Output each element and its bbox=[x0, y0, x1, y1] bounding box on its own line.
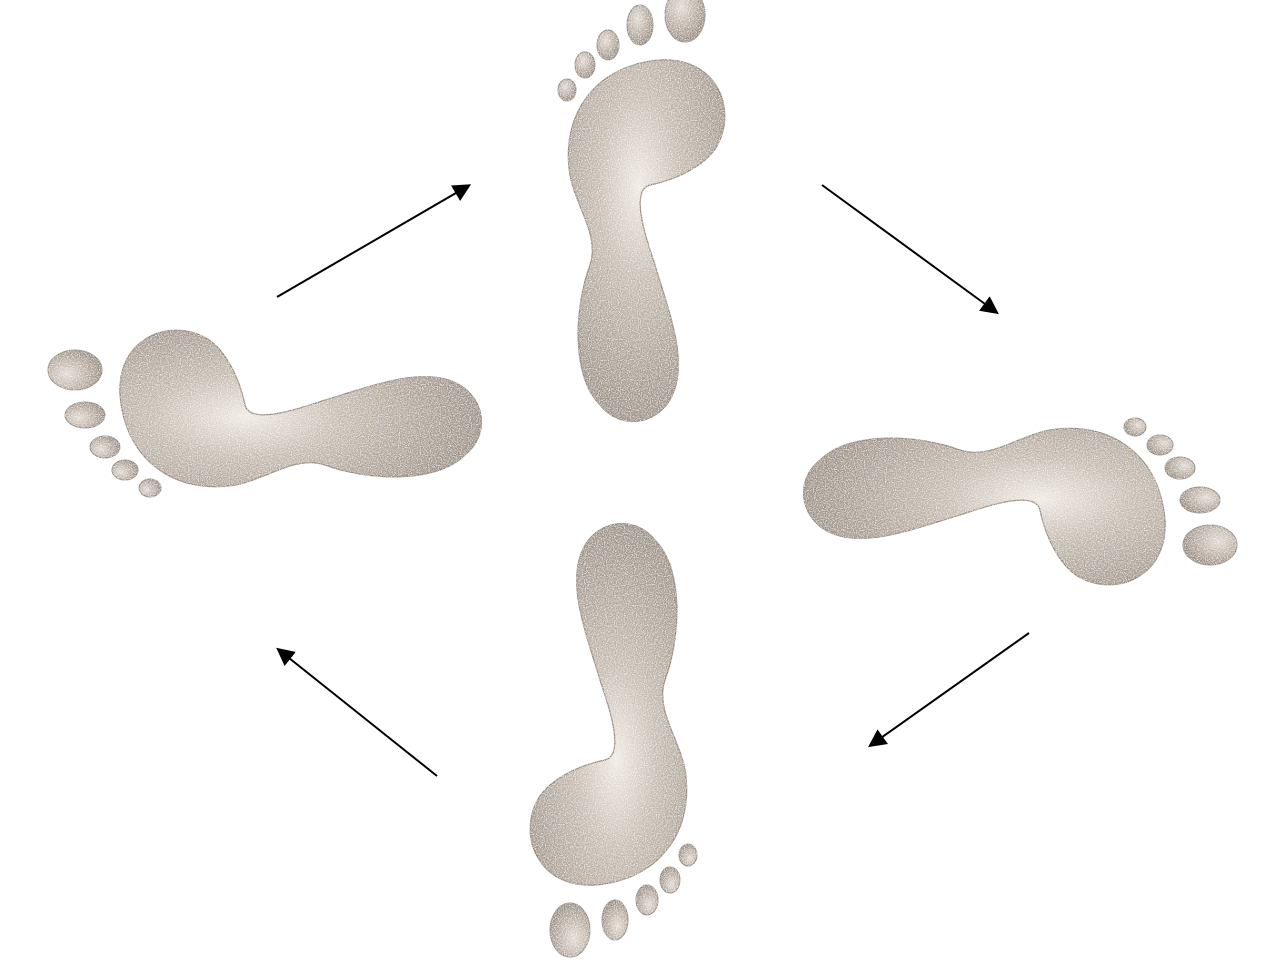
arrow-top-to-right bbox=[822, 185, 996, 312]
footprint-left bbox=[48, 330, 481, 497]
footprint-top bbox=[558, 0, 725, 421]
footprint-right bbox=[804, 418, 1237, 585]
arrow-left-to-top bbox=[277, 186, 468, 297]
arrow-bottom-to-left bbox=[279, 650, 437, 776]
footprint-bottom bbox=[530, 524, 697, 957]
arrow-right-to-bottom bbox=[871, 633, 1029, 745]
